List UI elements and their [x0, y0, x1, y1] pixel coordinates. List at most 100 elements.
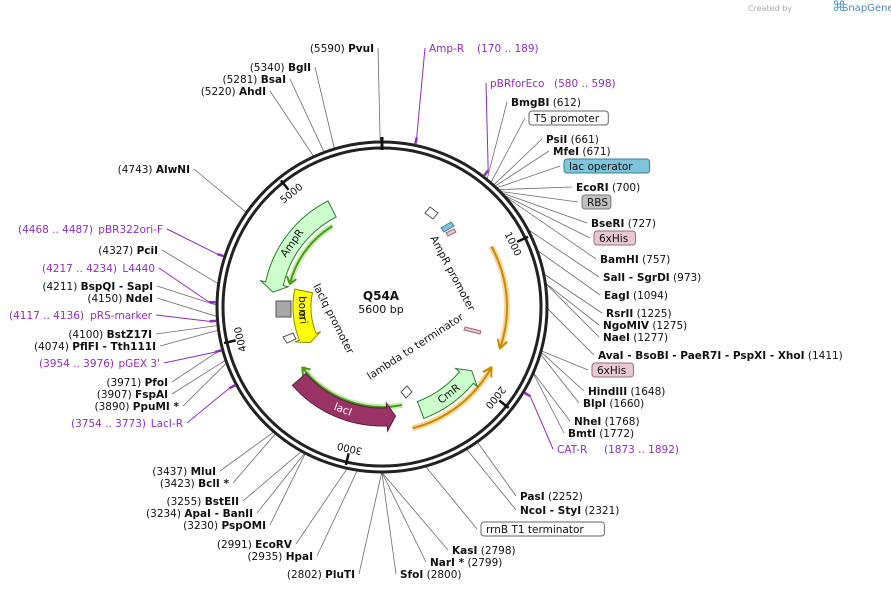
site-bstz17i[interactable]: (4100) BstZ17I	[68, 329, 152, 341]
leader-line	[156, 285, 217, 306]
primer-cat-r[interactable]: CAT-R(1873 .. 1892)	[557, 444, 679, 456]
primer-range: (4217 .. 4234)	[42, 263, 117, 275]
leader-line	[538, 250, 601, 296]
leader-line	[502, 192, 588, 224]
site-alwni[interactable]: (4743) AlwNI	[118, 164, 190, 176]
leader-line	[541, 350, 589, 371]
site-nhei[interactable]: NheI (1768)	[574, 416, 640, 428]
box-6xhis-top[interactable]: 6xHis	[593, 230, 636, 246]
leader-line	[219, 432, 274, 472]
site-naei[interactable]: NaeI (1277)	[603, 332, 668, 344]
orf-line	[490, 246, 508, 349]
site-pasi[interactable]: PasI (2252)	[520, 491, 583, 503]
leader-line	[232, 433, 276, 484]
ampr-promoter-label: AmpR promoter	[427, 234, 477, 314]
primer-name: pGEX 3'	[118, 358, 160, 370]
site-mlui[interactable]: (3437) MluI	[152, 466, 216, 478]
leader-line	[171, 348, 222, 383]
ampr-promoter-icon	[424, 206, 439, 220]
leader-line	[161, 249, 218, 284]
primer-name: pBR322ori-F	[98, 224, 163, 236]
leader-line	[156, 297, 217, 317]
leader-line	[533, 374, 565, 434]
leader-line	[159, 330, 218, 347]
site-ecorv[interactable]: (2991) EcoRV	[217, 539, 293, 551]
site-bamhi[interactable]: BamHI (757)	[600, 254, 670, 266]
lac-operator-box	[563, 158, 651, 174]
primer-pgex-3[interactable]: pGEX 3'(3954 .. 3976)	[39, 358, 160, 370]
site-bseri[interactable]: BseRI (727)	[591, 218, 656, 230]
rrnb-t1-terminator-text: rrnB T1 terminator	[486, 524, 584, 536]
site-bspqi-sapi[interactable]: (4211) BspQI - SapI	[42, 281, 153, 293]
leader-line	[193, 168, 247, 213]
primer-range: (580 .. 598)	[554, 78, 616, 90]
site-sfoi[interactable]: SfoI (2800)	[400, 569, 462, 581]
leader-line	[289, 78, 325, 152]
primer-pbr322ori-f[interactable]: pBR322ori-F(4468 .. 4487)	[18, 224, 163, 236]
site-ahdi[interactable]: (5220) AhdI	[201, 86, 266, 98]
leader-line	[497, 165, 561, 189]
leader-line	[546, 283, 600, 326]
credit-prefix: Created by	[748, 4, 792, 13]
site-ndei[interactable]: (4150) NdeI	[87, 293, 153, 305]
site-bcli[interactable]: (3423) BclI *	[160, 478, 230, 490]
site-eagi[interactable]: EagI (1094)	[604, 290, 668, 302]
leader-line	[547, 308, 595, 356]
site-pvui[interactable]: (5590) PvuI	[310, 43, 374, 55]
site-fspai[interactable]: (3907) FspAI	[97, 389, 168, 401]
site-ecori[interactable]: EcoRI (700)	[576, 182, 640, 194]
leader-line	[295, 468, 348, 545]
primer-laci-r[interactable]: LacI-R(3754 .. 3773)	[71, 418, 183, 430]
primer-pbrforeco[interactable]: pBRforEco(580 .. 598)	[490, 78, 616, 90]
site-bgli[interactable]: (5340) BglI	[250, 62, 311, 74]
site-avai-bsobi-paer7i-pspxi-xhoi[interactable]: AvaI - BsoBI - PaeR7I - PspXI - XhoI (14…	[598, 350, 843, 362]
site-mfei[interactable]: MfeI (671)	[553, 146, 611, 158]
site-sali-sgrdi[interactable]: SalI - SgrDI (973)	[603, 272, 701, 284]
site-rsrii[interactable]: RsrII (1225)	[606, 308, 672, 320]
primer-l4440[interactable]: L4440(4217 .. 4234)	[42, 263, 155, 275]
site-hindiii[interactable]: HindIII (1648)	[588, 386, 665, 398]
box-rbs[interactable]: RBS	[581, 194, 612, 210]
leader-line	[382, 472, 449, 551]
site-ncoi-styi[interactable]: NcoI - StyI (2321)	[520, 505, 619, 517]
leader-line	[269, 90, 314, 157]
box-6xhis-bottom[interactable]: 6xHis	[591, 362, 634, 378]
tick-label-3000: 3000	[336, 440, 363, 456]
lambda-terminator-icon	[400, 385, 413, 399]
site-bsteii[interactable]: (3255) BstEII	[166, 496, 239, 508]
orf-arrowhead	[301, 366, 311, 377]
his-tag-icon	[445, 228, 457, 237]
credit-brand: SnapGene	[842, 3, 891, 14]
6xhis-bottom-text: 6xHis	[597, 365, 626, 377]
primer-amp-r[interactable]: Amp-R(170 .. 189)	[429, 43, 539, 55]
t5-promoter-text: T5 promoter	[533, 113, 600, 125]
site-apai-banii[interactable]: (3234) ApaI - BanII	[146, 508, 253, 520]
site-bmti[interactable]: BmtI (1772)	[568, 428, 634, 440]
feature-cmr-arrow	[416, 367, 479, 420]
site-psii[interactable]: PsiI (661)	[546, 134, 599, 146]
box-t5-promoter[interactable]: T5 promoter	[528, 110, 609, 126]
primer-prs-marker[interactable]: pRS-marker(4117 .. 4136)	[9, 310, 153, 322]
site-pspomi[interactable]: (3230) PspOMI	[183, 520, 266, 532]
site-pfoi[interactable]: (3971) PfoI	[106, 377, 168, 389]
box-rrnb-t1-terminator[interactable]: rrnB T1 terminator	[480, 521, 605, 537]
site-blpi[interactable]: BlpI (1660)	[583, 398, 644, 410]
site-ngomiv[interactable]: NgoMIV (1275)	[603, 320, 687, 332]
leader-line	[493, 138, 543, 185]
primer-range: (4117 .. 4136)	[9, 310, 84, 322]
small-feature-glyphs	[275, 206, 482, 399]
site-bsai[interactable]: (5281) BsaI	[222, 74, 286, 86]
primer-leader	[158, 267, 210, 303]
box-lac-operator[interactable]: lac operator	[563, 158, 651, 174]
site-hpai[interactable]: (2935) HpaI	[247, 551, 313, 563]
bom-label: bom	[296, 296, 308, 319]
site-pluti[interactable]: (2802) PluTI	[287, 569, 355, 581]
site-kasi[interactable]: KasI (2798)	[452, 545, 516, 557]
site-pflfi-tth111i[interactable]: (4074) PflFI - Tth111I	[34, 341, 156, 353]
site-ppumi[interactable]: (3890) PpuMI *	[95, 401, 180, 413]
site-nari[interactable]: NarI * (2799)	[430, 557, 502, 569]
primer-leader	[163, 351, 216, 364]
site-bmgbi[interactable]: BmgBI (612)	[511, 97, 581, 109]
site-pcii[interactable]: (4327) PciI	[98, 245, 158, 257]
